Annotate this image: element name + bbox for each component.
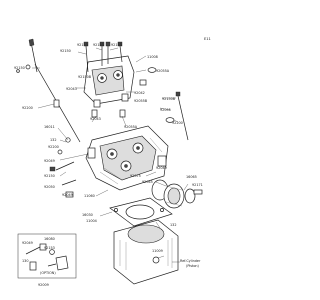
callout-label: (OPTION) [40, 271, 56, 275]
callout-label: 11060 [84, 194, 95, 198]
callout-label: 92055A [156, 69, 170, 73]
option-inset [17, 233, 77, 279]
callout-label: 11009 [152, 249, 163, 253]
callout-label: 92200 [48, 145, 59, 149]
callout-label: 92200 [172, 121, 183, 125]
callout-label: 92049 [44, 159, 55, 163]
callout-label: 11008 [147, 55, 158, 59]
head-gasket [109, 197, 173, 227]
callout-label: 132 [50, 138, 56, 142]
callout-label: 92043 [90, 117, 101, 121]
cylinder-head [85, 125, 169, 191]
callout-label: 16065 [186, 175, 197, 179]
callout-label: 92153 [77, 43, 88, 47]
callout-label: 11004 [86, 219, 97, 223]
callout-label: 92045 [142, 180, 153, 184]
callout-label: 92049 [22, 241, 33, 245]
callout-label: 92055B [134, 99, 148, 103]
part-number-callouts: 92150 92153 92153 92153 92150 11008 9205… [14, 43, 203, 287]
callout-label: 92200 [22, 106, 33, 110]
reference-label-line1: Ref.Cylinder [180, 259, 201, 263]
dowel-pins [53, 67, 175, 123]
intake-joint [151, 179, 203, 209]
exploded-parts-diagram: E11 [14, 37, 211, 287]
callout-label: 92153 [93, 43, 104, 47]
right-long-bolt [175, 91, 189, 141]
callout-label: 92150B [78, 75, 92, 79]
callout-label: 92150B [162, 97, 176, 101]
callout-label: 92055A [124, 125, 138, 129]
callout-label: 92009 [38, 283, 49, 287]
left-side-fittings [49, 137, 77, 198]
callout-label: 92171 [192, 183, 203, 187]
callout-label: 130 [22, 259, 28, 263]
callout-label: 92150 [60, 49, 71, 53]
callout-label: 92150 [44, 174, 55, 178]
leader-lines [32, 47, 189, 263]
callout-label: 16080 [44, 237, 55, 241]
callout-label: 92153 [111, 43, 122, 47]
callout-label: 16030 [82, 213, 93, 217]
callout-label: 92049 [156, 166, 167, 170]
callout-label: 132 [170, 223, 176, 227]
callout-label: 92042 [134, 91, 145, 95]
callout-label: 92075 [130, 174, 141, 178]
callout-label: 92150 [14, 66, 25, 70]
callout-label: 92049 [62, 193, 73, 197]
callout-label: 92153 [44, 246, 55, 250]
callout-label: 92055 [160, 108, 171, 112]
callout-label: 92043 [66, 87, 77, 91]
callout-label: 16011 [44, 125, 55, 129]
cylinder-block [113, 219, 179, 285]
camshaft-cap [83, 55, 135, 108]
callout-label: 92050 [44, 185, 55, 189]
reference-label-line2: (Piston) [186, 264, 200, 268]
page-number: E11 [204, 37, 211, 41]
cap-bolts [83, 41, 123, 73]
